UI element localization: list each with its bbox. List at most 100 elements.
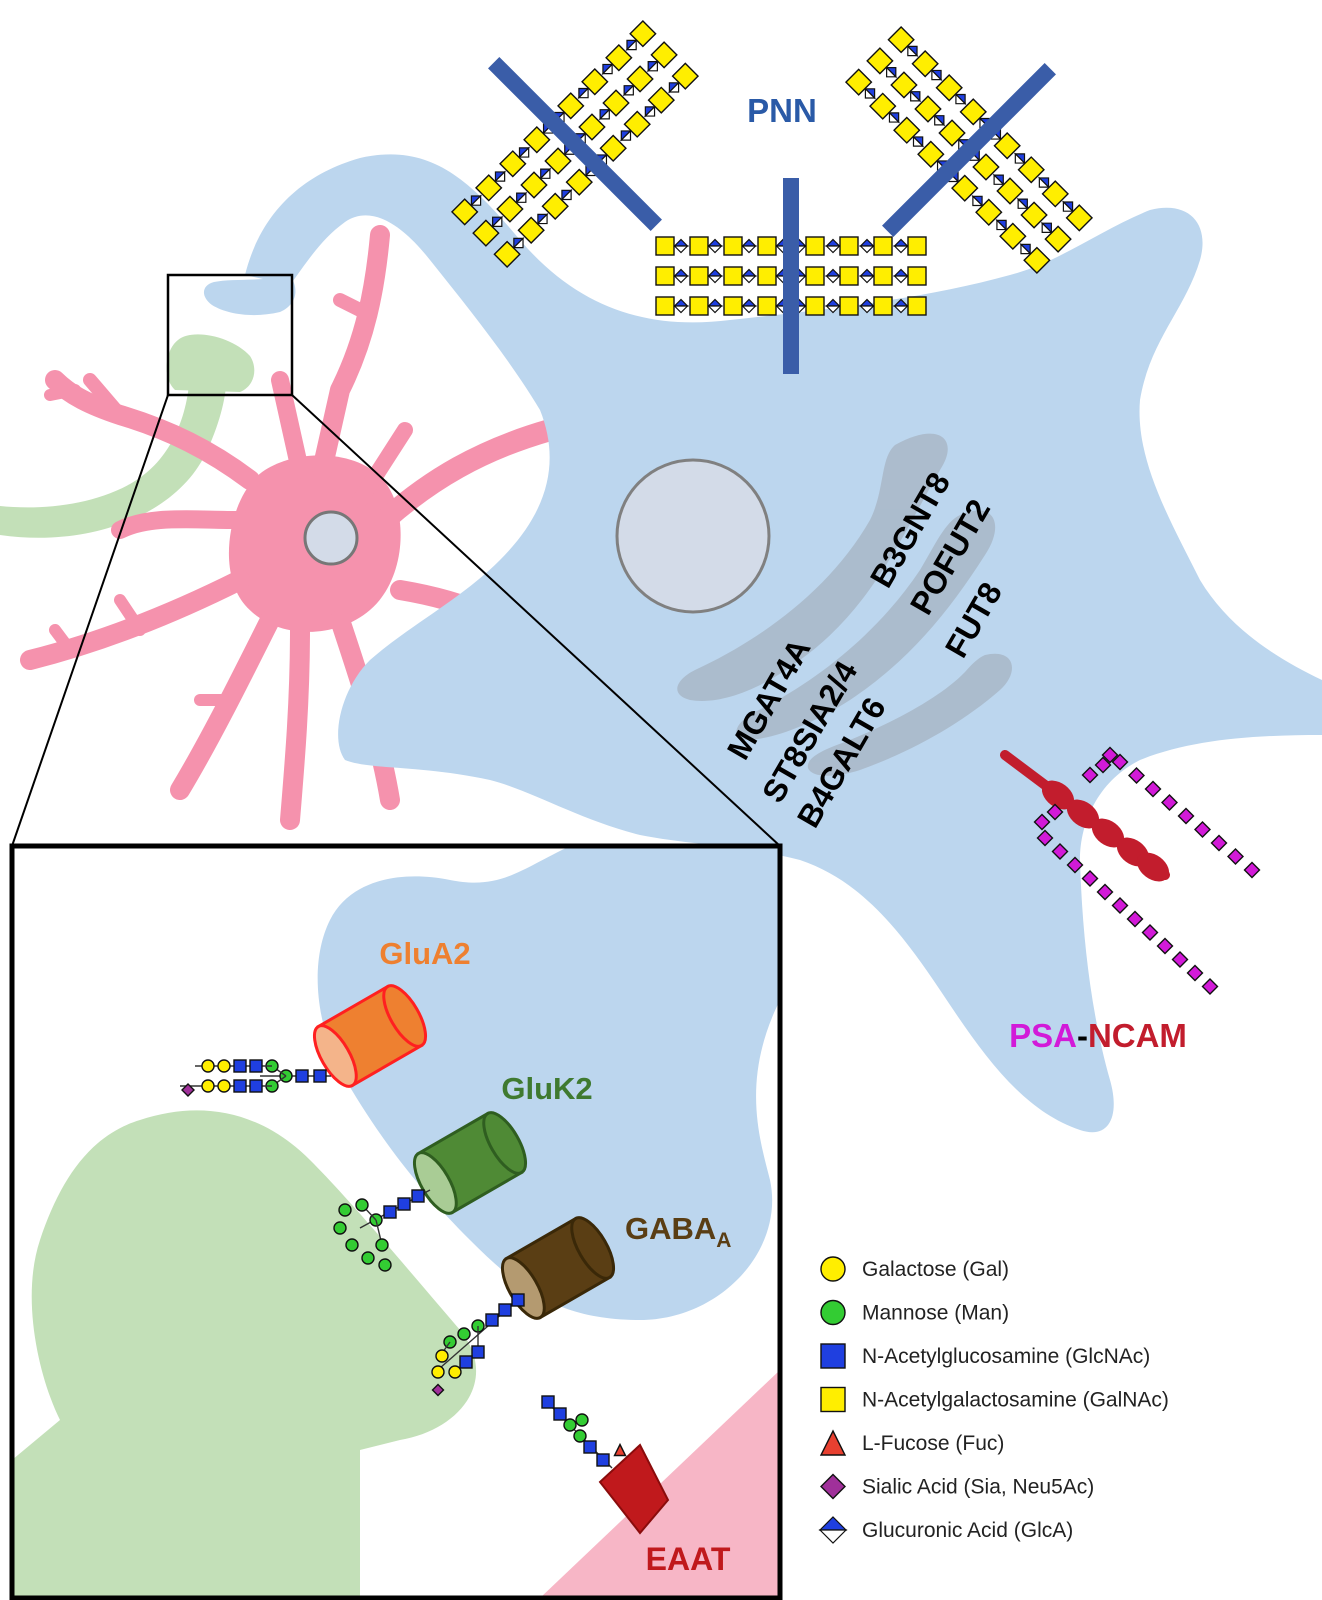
eaat-transporter — [598, 1443, 670, 1535]
psa-ncam-dash: - — [1077, 1017, 1088, 1054]
legend-circle-icon — [820, 1256, 846, 1282]
pnn-glca-unit — [577, 87, 590, 100]
glcnac-residue — [397, 1197, 411, 1211]
ncam-domain — [1136, 852, 1170, 882]
gaba-subscript: A — [716, 1229, 731, 1252]
mannose-residue — [378, 1258, 392, 1272]
pnn-glca-unit — [707, 268, 723, 284]
gluk2-receptor — [412, 1111, 528, 1215]
gluk2-label: GluK2 — [501, 1071, 592, 1106]
pnn-galnac-unit — [914, 95, 942, 123]
pnn-glca-unit — [906, 44, 919, 58]
pnn-galnac-unit — [917, 140, 945, 168]
pnn-glca-unit — [971, 194, 984, 207]
ncam-domain — [1091, 818, 1125, 848]
glcnac-residue — [485, 1313, 499, 1327]
legend-triangle-icon — [819, 1429, 847, 1456]
sialic-acid-residue — [181, 1083, 195, 1097]
pnn-glca-unit — [1061, 200, 1075, 213]
pnn-galnac-unit — [839, 296, 859, 316]
pnn-glca-unit — [601, 63, 614, 76]
pnn-galnac-unit — [873, 236, 893, 256]
pnn-galnac-unit — [557, 92, 585, 120]
fucose-residue — [613, 1442, 627, 1457]
mannose-residue — [355, 1198, 369, 1212]
pnn-galnac-unit — [520, 171, 548, 199]
psa-sialic-acid — [1177, 807, 1195, 825]
neuron-postsynaptic-spine — [203, 275, 296, 316]
pnn-galnac-unit — [629, 19, 657, 48]
glcnac-residue — [249, 1079, 263, 1093]
astrocyte-nucleus — [303, 510, 359, 566]
glcnac-residue — [583, 1440, 597, 1454]
pnn-glca-unit — [893, 298, 909, 314]
pnn-galnac-unit — [907, 296, 927, 316]
glcnac-residue — [383, 1205, 397, 1219]
psa-sialic-acid — [1126, 910, 1144, 928]
zoom-line-right — [291, 394, 781, 847]
pnn-galnac-unit — [873, 266, 893, 286]
sialic-acid-residue — [431, 1383, 445, 1397]
pnn-galnac-unit — [599, 134, 627, 162]
mannose-residue — [361, 1251, 375, 1265]
receptor-glycans — [180, 1059, 627, 1469]
pnn-glca-unit — [930, 69, 943, 82]
psa-label: PSA — [1009, 1017, 1077, 1054]
psa-sialic-acid — [1036, 829, 1054, 847]
ncam-domain — [1041, 780, 1075, 810]
psa-sialic-acid — [1081, 766, 1099, 784]
psa-ncam-label: PSA-NCAM — [1009, 1017, 1187, 1054]
pnn-galnac-unit — [839, 236, 859, 256]
glcnac-residue — [511, 1293, 525, 1307]
pnn-galnac-unit — [623, 110, 651, 138]
gaba-a-label: GABAA — [625, 1211, 731, 1252]
pnn-core-protein — [488, 57, 662, 231]
neuron-nucleus — [615, 458, 771, 614]
pnn-glca-unit — [893, 238, 909, 254]
pnn-glca-unit — [954, 93, 967, 106]
pnn-galnac-unit — [523, 126, 551, 154]
psa-sialic-acid — [1128, 767, 1145, 784]
presynaptic-terminal — [166, 334, 255, 392]
glcnac-residue — [313, 1069, 327, 1083]
glcnac-residue — [498, 1303, 512, 1317]
galactose-residue — [201, 1079, 215, 1093]
psa-sialic-acid — [1171, 951, 1189, 968]
psa-sialic-acid — [1111, 753, 1129, 771]
pnn-glca-unit — [1037, 176, 1050, 189]
legend-label: Glucuronic Acid (GlcA) — [862, 1519, 1073, 1542]
pnn-galnac-unit — [723, 296, 743, 316]
pnn-glca-unit — [893, 268, 909, 284]
glua2-label: GluA2 — [379, 936, 470, 971]
psa-sialic-acid — [1161, 794, 1178, 811]
pnn-galnac-unit — [499, 150, 527, 178]
psa-ncam-structure — [1000, 746, 1261, 995]
pnn-galnac-unit — [655, 296, 675, 316]
glcnac-residue — [596, 1453, 610, 1467]
pnn-galnac-unit — [647, 86, 675, 114]
psa-sialic-acid — [1243, 861, 1261, 879]
legend-square-icon — [820, 1386, 846, 1413]
pnn-galnac-unit — [671, 62, 700, 90]
galactose-residue — [448, 1365, 462, 1379]
pnn-glca-unit — [741, 268, 757, 284]
legend-split-diamond-icon — [818, 1516, 848, 1544]
pnn-galnac-unit — [517, 216, 545, 244]
pnn-galnac-unit — [689, 266, 709, 286]
pnn-glca-unit — [1013, 152, 1026, 165]
pnn-galnac-unit — [1041, 180, 1069, 208]
pnn-glca-unit — [825, 268, 841, 284]
pnn-galnac-unit — [907, 236, 927, 256]
glua2-receptor — [312, 984, 428, 1088]
psa-sialic-acid — [1201, 978, 1219, 995]
pnn-galnac-unit — [869, 92, 897, 120]
pnn-glca-unit — [512, 236, 525, 250]
pnn-galnac-unit — [866, 47, 894, 75]
pnn-glca-unit — [625, 38, 638, 52]
legend-label: Mannose (Man) — [862, 1302, 1009, 1325]
galactose-residue — [435, 1349, 449, 1363]
pnn-galnac-unit — [1044, 225, 1072, 253]
pnn-galnac-unit — [873, 296, 893, 316]
glcnac-residue — [541, 1395, 555, 1409]
